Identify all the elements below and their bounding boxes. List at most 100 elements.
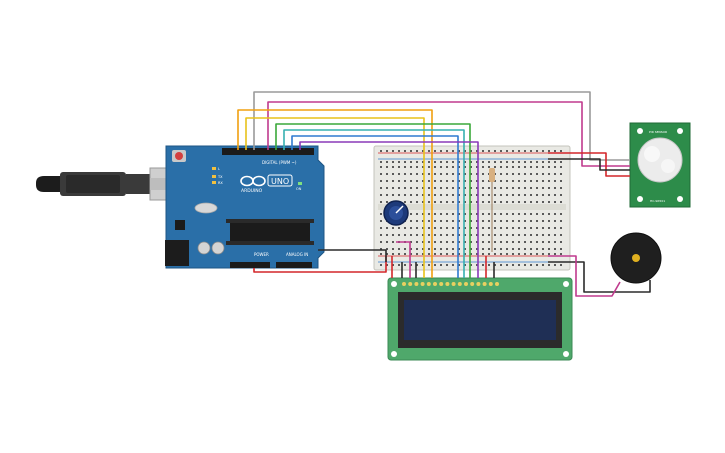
- analog-header: [276, 262, 312, 268]
- breadboard-hole: [554, 227, 556, 229]
- breadboard-hole: [458, 234, 460, 236]
- capacitor-2: [211, 241, 225, 255]
- breadboard-hole: [422, 194, 424, 196]
- breadboard-hole: [470, 220, 472, 222]
- breadboard-hole: [470, 187, 472, 189]
- wire-purple: [299, 141, 479, 278]
- breadboard-hole: [404, 264, 406, 266]
- lcd-pin: [402, 282, 406, 286]
- breadboard-hole: [428, 241, 430, 243]
- breadboard-hole: [524, 187, 526, 189]
- breadboard-hole: [536, 201, 538, 203]
- breadboard-hole: [548, 180, 550, 182]
- breadboard-hole: [524, 180, 526, 182]
- breadboard-hole: [524, 161, 526, 163]
- breadboard-hole: [404, 173, 406, 175]
- breadboard-hole: [392, 248, 394, 250]
- breadboard-hole: [440, 234, 442, 236]
- breadboard-hole: [410, 166, 412, 168]
- breadboard-hole: [470, 241, 472, 243]
- breadboard-hole: [536, 253, 538, 255]
- breadboard-hole: [380, 201, 382, 203]
- breadboard-hole: [416, 201, 418, 203]
- breadboard-hole: [530, 234, 532, 236]
- breadboard-hole: [386, 180, 388, 182]
- breadboard-hole: [434, 166, 436, 168]
- rx-label: RX: [218, 181, 223, 185]
- breadboard-hole: [494, 201, 496, 203]
- breadboard-hole: [476, 161, 478, 163]
- wire-magenta-lcd: [396, 241, 411, 278]
- breadboard-hole: [458, 166, 460, 168]
- breadboard-hole: [434, 194, 436, 196]
- wire-magenta-buzzer: [548, 255, 621, 297]
- on-label: ON: [296, 187, 302, 191]
- breadboard-hole: [506, 264, 508, 266]
- breadboard-hole: [452, 264, 454, 266]
- breadboard-hole: [464, 161, 466, 163]
- breadboard-hole: [470, 180, 472, 182]
- breadboard-hole: [452, 213, 454, 215]
- breadboard-hole: [440, 253, 442, 255]
- breadboard-hole: [440, 194, 442, 196]
- breadboard-hole: [560, 213, 562, 215]
- breadboard-hole: [542, 253, 544, 255]
- breadboard-hole: [554, 241, 556, 243]
- breadboard-hole: [506, 150, 508, 152]
- breadboard-hole: [452, 234, 454, 236]
- breadboard-hole: [542, 264, 544, 266]
- breadboard-hole: [560, 180, 562, 182]
- breadboard-hole: [500, 234, 502, 236]
- breadboard-hole: [422, 227, 424, 229]
- breadboard-hole: [404, 161, 406, 163]
- breadboard-hole: [428, 194, 430, 196]
- breadboard-hole: [452, 248, 454, 250]
- breadboard-hole: [488, 180, 490, 182]
- tx-label: TX: [217, 175, 223, 179]
- breadboard-hole: [392, 241, 394, 243]
- wire-black-pir: [548, 158, 630, 171]
- breadboard-hole: [524, 194, 526, 196]
- breadboard-hole: [518, 253, 520, 255]
- breadboard-hole: [440, 227, 442, 229]
- breadboard-hole: [416, 264, 418, 266]
- breadboard-hole: [506, 201, 508, 203]
- breadboard-hole: [470, 253, 472, 255]
- breadboard-hole: [470, 166, 472, 168]
- breadboard-hole: [500, 187, 502, 189]
- breadboard-hole: [494, 264, 496, 266]
- breadboard-hole: [500, 166, 502, 168]
- potentiometer[interactable]: [383, 200, 409, 226]
- breadboard-hole: [494, 234, 496, 236]
- breadboard-hole: [386, 264, 388, 266]
- breadboard-hole: [458, 241, 460, 243]
- lcd-pin: [445, 282, 450, 286]
- breadboard-hole: [530, 173, 532, 175]
- breadboard-hole: [434, 180, 436, 182]
- analog-label: ANALOG IN: [286, 252, 308, 257]
- breadboard-hole: [404, 248, 406, 250]
- breadboard-hole: [488, 234, 490, 236]
- breadboard-hole: [464, 253, 466, 255]
- breadboard-hole: [398, 150, 400, 152]
- reset-button-cap: [175, 152, 183, 160]
- breadboard-hole: [554, 220, 556, 222]
- breadboard-hole: [488, 213, 490, 215]
- breadboard-hole: [452, 150, 454, 152]
- breadboard-hole: [482, 187, 484, 189]
- wire-orange: [237, 109, 433, 278]
- breadboard-hole: [386, 187, 388, 189]
- breadboard-hole: [410, 201, 412, 203]
- breadboard-hole: [380, 213, 382, 215]
- breadboard-hole: [446, 227, 448, 229]
- breadboard-hole: [506, 194, 508, 196]
- breadboard-hole: [464, 201, 466, 203]
- breadboard-hole: [548, 213, 550, 215]
- breadboard-hole: [452, 227, 454, 229]
- breadboard-hole: [500, 253, 502, 255]
- breadboard-hole: [560, 227, 562, 229]
- breadboard-hole: [452, 201, 454, 203]
- breadboard-hole: [560, 194, 562, 196]
- breadboard-hole: [452, 241, 454, 243]
